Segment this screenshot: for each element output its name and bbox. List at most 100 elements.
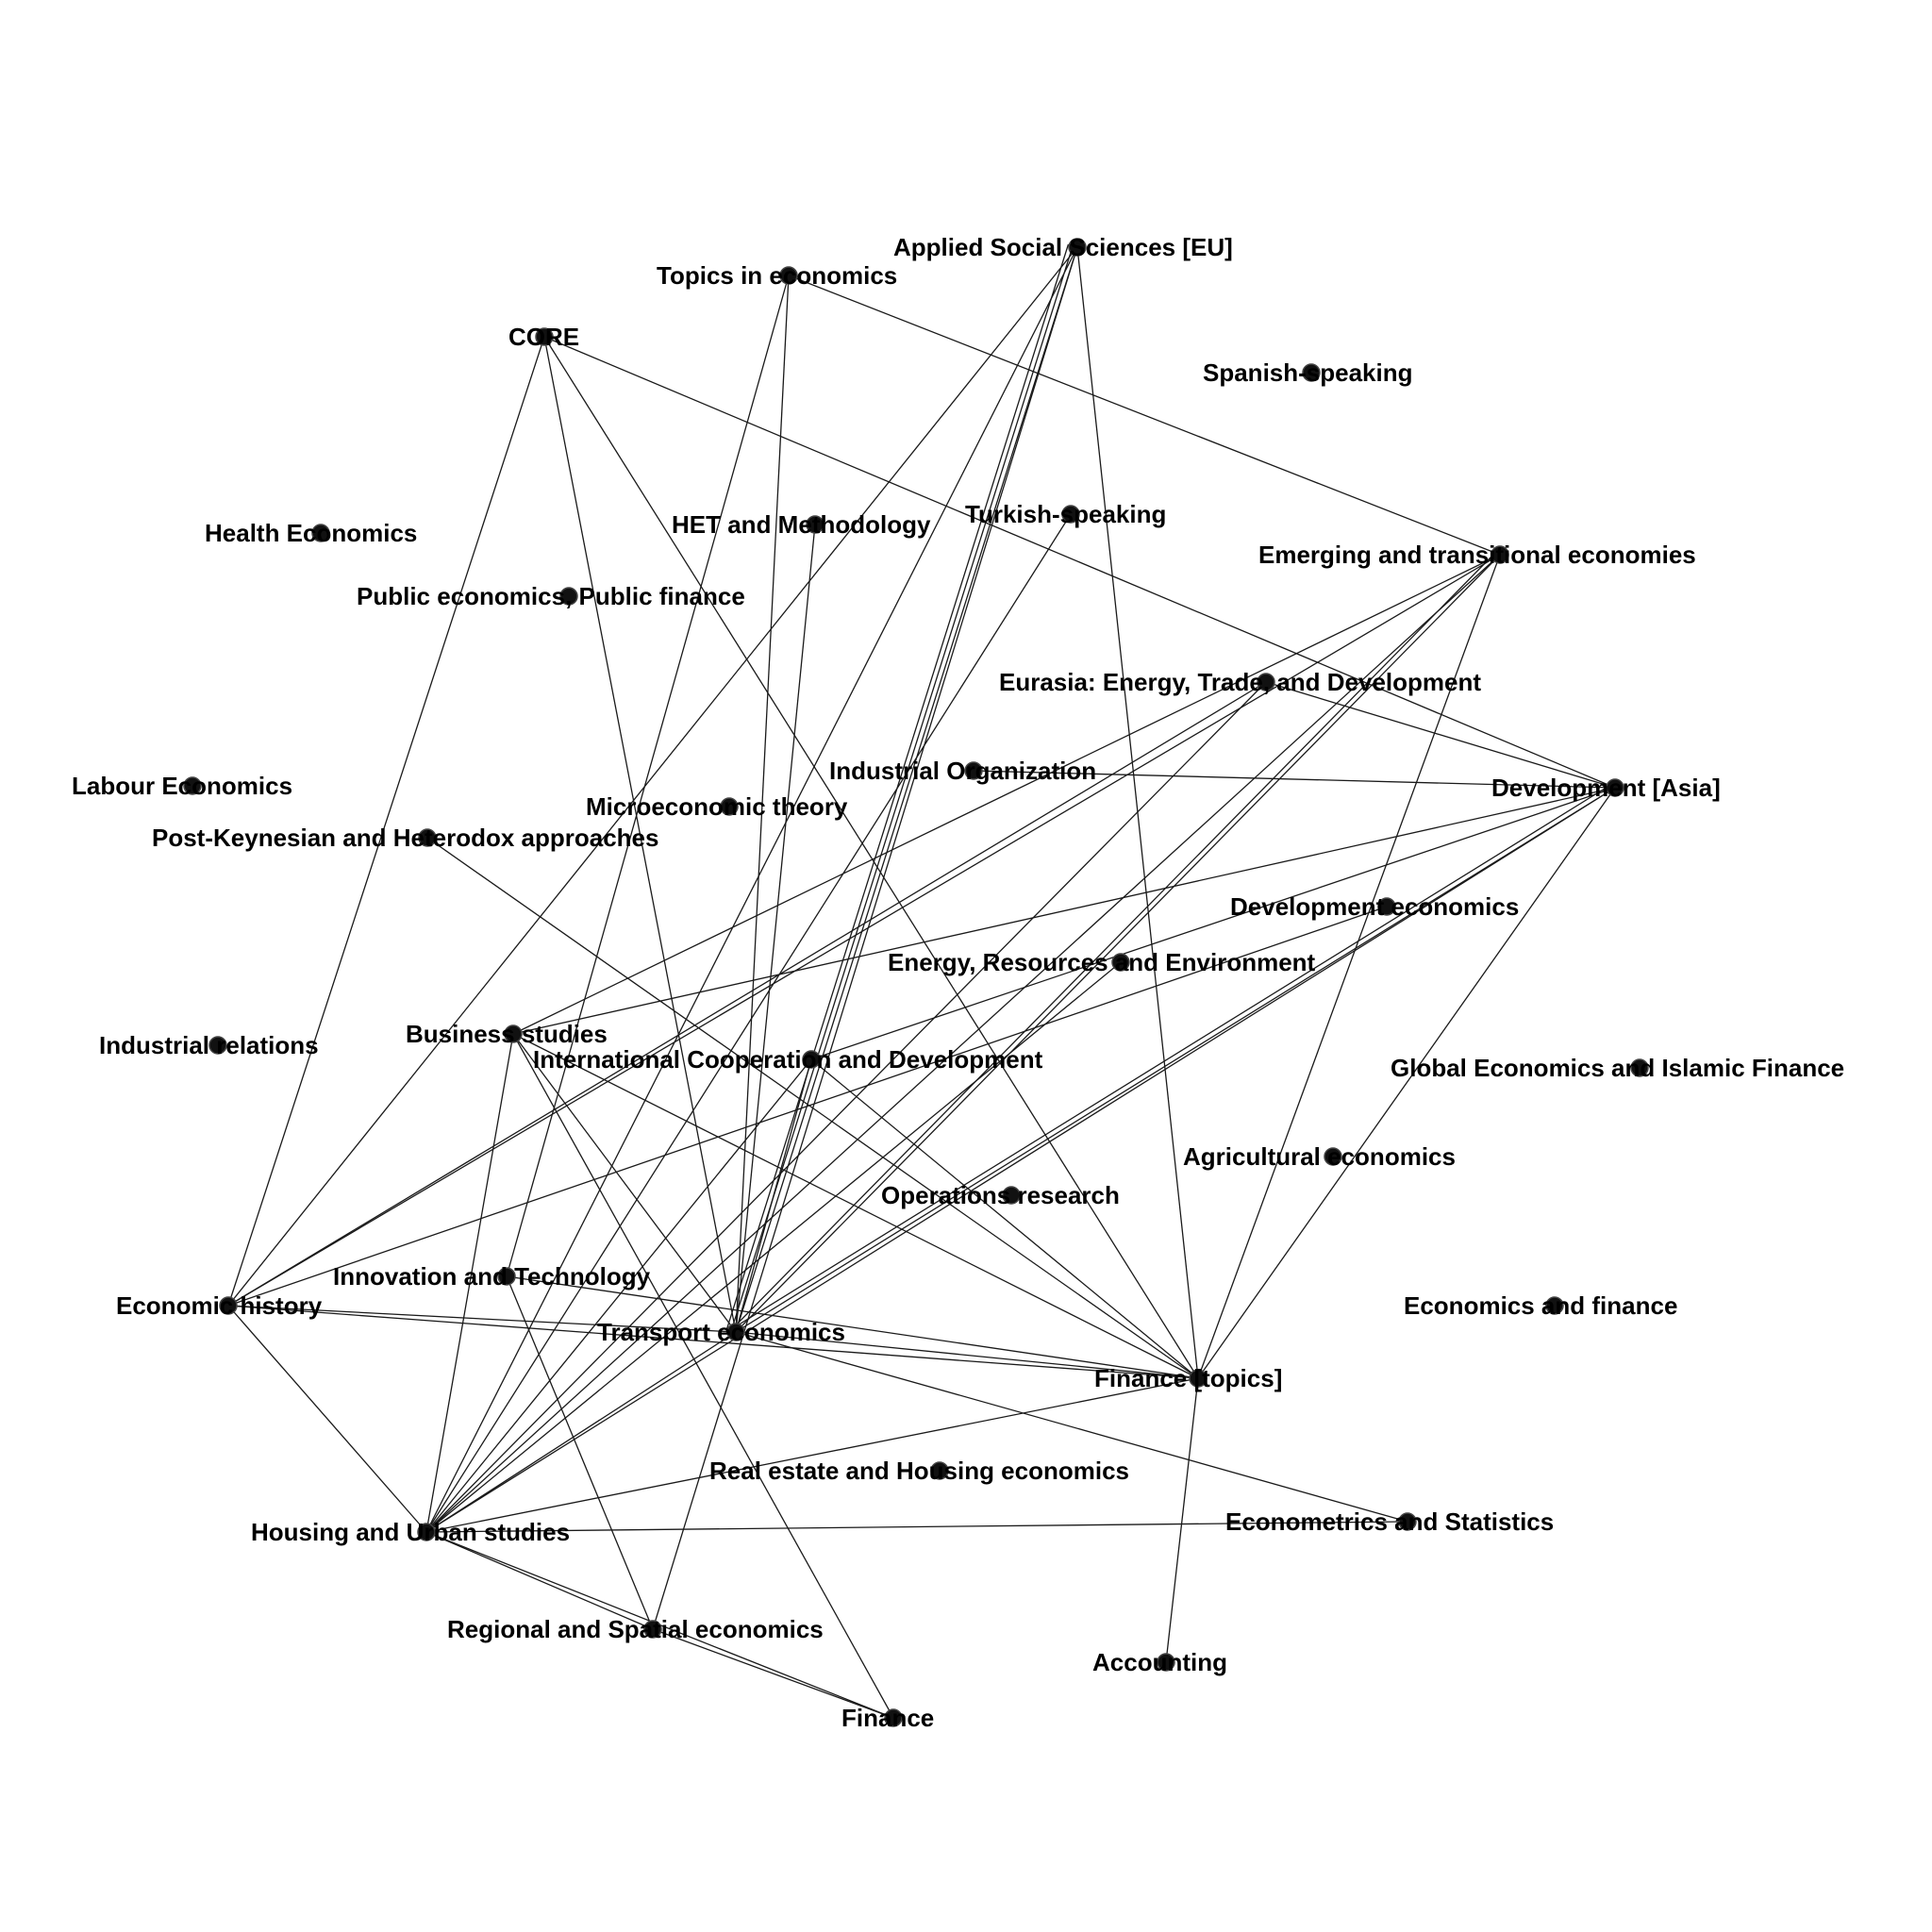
edge-regional-spatial-economics--finance [652, 1628, 894, 1719]
node-label-operations-research: Operations research [881, 1181, 1120, 1209]
node-dot-international-cooperation[interactable] [802, 1050, 821, 1069]
node-label-spanish-speaking: Spanish-speaking [1203, 358, 1413, 387]
node-dot-development-asia[interactable] [1606, 778, 1624, 797]
node-dot-economic-history[interactable] [219, 1296, 238, 1315]
node-label-core: CORE [508, 323, 579, 351]
node-dot-public-economics[interactable] [559, 587, 578, 606]
node-topics-in-economics[interactable]: Topics in economics [657, 261, 897, 290]
node-dot-topics-in-economics[interactable] [779, 266, 798, 285]
node-dot-real-estate-housing[interactable] [930, 1461, 949, 1480]
node-housing-urban-studies[interactable]: Housing and Urban studies [251, 1518, 570, 1546]
node-dot-accounting[interactable] [1157, 1653, 1175, 1672]
node-economic-history[interactable]: Economic history [116, 1291, 323, 1320]
node-core[interactable]: CORE [508, 323, 579, 351]
node-health-economics[interactable]: Health Economics [205, 519, 417, 547]
node-finance-topics[interactable]: Finance [topics] [1094, 1364, 1282, 1392]
node-transport-economics[interactable]: Transport economics [597, 1318, 845, 1346]
edge-emerging-and-transitional-economies--finance-topics [1197, 554, 1501, 1379]
node-dot-health-economics[interactable] [311, 524, 330, 542]
node-energy-resources-environment[interactable]: Energy, Resources and Environment [888, 948, 1316, 976]
node-dot-labour-economics[interactable] [183, 776, 202, 795]
edge-international-cooperation--finance-topics [810, 1058, 1199, 1379]
node-label-health-economics: Health Economics [205, 519, 417, 547]
node-microeconomic-theory[interactable]: Microeconomic theory [586, 792, 848, 821]
node-regional-spatial-economics[interactable]: Regional and Spatial economics [447, 1615, 824, 1643]
node-dot-finance[interactable] [884, 1708, 903, 1727]
node-label-applied-social-sciences-eu: Applied Social Sciences [EU] [893, 233, 1233, 261]
node-dot-housing-urban-studies[interactable] [417, 1523, 436, 1541]
node-eurasia[interactable]: Eurasia: Energy, Trade, and Development [999, 668, 1481, 696]
node-global-economics-islamic-finance[interactable]: Global Economics and Islamic Finance [1391, 1054, 1844, 1082]
node-label-econometrics-statistics: Econometrics and Statistics [1225, 1507, 1554, 1536]
node-spanish-speaking[interactable]: Spanish-speaking [1203, 358, 1413, 387]
node-dot-emerging-and-transitional-economies[interactable] [1491, 545, 1509, 564]
node-label-innovation-and-technology: Innovation and Technology [333, 1262, 651, 1291]
node-dot-operations-research[interactable] [1002, 1186, 1021, 1205]
node-real-estate-housing[interactable]: Real estate and Housing economics [709, 1457, 1129, 1485]
node-dot-het-and-methodology[interactable] [806, 515, 824, 534]
edge-economic-history--transport-economics [227, 1305, 737, 1333]
node-industrial-organization[interactable]: Industrial Organization [829, 757, 1096, 785]
node-econometrics-statistics[interactable]: Econometrics and Statistics [1225, 1507, 1554, 1536]
node-dot-spanish-speaking[interactable] [1302, 363, 1321, 382]
node-het-and-methodology[interactable]: HET and Methodology [672, 510, 931, 539]
node-finance[interactable]: Finance [841, 1704, 934, 1732]
edge-core--transport-economics [543, 336, 737, 1333]
edge-economic-history--finance-topics [227, 1305, 1199, 1379]
edge-energy-resources-environment--housing-urban-studies [425, 961, 1122, 1533]
node-emerging-and-transitional-economies[interactable]: Emerging and transitional economies [1258, 541, 1696, 569]
node-innovation-and-technology[interactable]: Innovation and Technology [333, 1262, 651, 1291]
node-development-economics[interactable]: Development economics [1230, 892, 1519, 921]
node-accounting[interactable]: Accounting [1092, 1648, 1227, 1676]
edge-development-asia--transport-economics [735, 787, 1616, 1333]
node-post-keynesian[interactable]: Post-Keynesian and Heterodox approaches [152, 824, 658, 852]
node-dot-core[interactable] [535, 327, 554, 346]
node-applied-social-sciences-eu[interactable]: Applied Social Sciences [EU] [893, 233, 1233, 261]
node-dot-turkish-speaking[interactable] [1061, 505, 1080, 524]
node-economics-and-finance[interactable]: Economics and finance [1404, 1291, 1677, 1320]
node-label-energy-resources-environment: Energy, Resources and Environment [888, 948, 1316, 976]
node-dot-eurasia[interactable] [1257, 673, 1275, 691]
node-dot-applied-social-sciences-eu[interactable] [1068, 238, 1087, 257]
node-dot-development-economics[interactable] [1377, 897, 1396, 916]
node-label-turkish-speaking: Turkish-speaking [965, 500, 1166, 528]
edge-international-cooperation--housing-urban-studies [425, 1058, 812, 1533]
node-dot-econometrics-statistics[interactable] [1398, 1512, 1417, 1531]
edge-economic-history--housing-urban-studies [227, 1305, 427, 1533]
node-dot-global-economics-islamic-finance[interactable] [1630, 1058, 1649, 1077]
node-dot-innovation-and-technology[interactable] [497, 1267, 516, 1286]
node-dot-regional-spatial-economics[interactable] [643, 1620, 662, 1639]
node-labour-economics[interactable]: Labour Economics [72, 772, 292, 800]
node-agricultural-economics[interactable]: Agricultural economics [1183, 1142, 1456, 1171]
node-dot-finance-topics[interactable] [1189, 1369, 1208, 1388]
node-development-asia[interactable]: Development [Asia] [1491, 774, 1721, 802]
edge-transport-economics--housing-urban-studies [425, 1331, 737, 1533]
node-business-studies[interactable]: Business studies [406, 1020, 608, 1048]
edge-development-asia--international-cooperation [810, 787, 1616, 1060]
node-label-global-economics-islamic-finance: Global Economics and Islamic Finance [1391, 1054, 1844, 1082]
edge-development-asia--transport-economics [733, 783, 1613, 1329]
node-turkish-speaking[interactable]: Turkish-speaking [965, 500, 1166, 528]
edge-applied-social-sciences-eu--regional-spatial-economics [652, 246, 1078, 1630]
node-label-business-studies: Business studies [406, 1020, 608, 1048]
node-label-real-estate-housing: Real estate and Housing economics [709, 1457, 1129, 1485]
node-public-economics[interactable]: Public economics, Public finance [357, 582, 745, 610]
node-dot-energy-resources-environment[interactable] [1111, 953, 1130, 972]
edge-development-economics--economic-history [227, 906, 1388, 1307]
node-operations-research[interactable]: Operations research [881, 1181, 1120, 1209]
node-dot-industrial-organization[interactable] [964, 761, 983, 780]
edge-business-studies--transport-economics [512, 1033, 737, 1333]
node-dot-business-studies[interactable] [504, 1024, 523, 1043]
node-dot-agricultural-economics[interactable] [1324, 1147, 1342, 1166]
node-dot-post-keynesian[interactable] [418, 828, 437, 847]
node-dot-transport-economics[interactable] [726, 1323, 745, 1341]
edge-business-studies--finance [512, 1033, 894, 1719]
node-international-cooperation[interactable]: International Cooperation and Developmen… [533, 1045, 1043, 1074]
node-dot-economics-and-finance[interactable] [1545, 1296, 1564, 1315]
node-dot-microeconomic-theory[interactable] [720, 797, 739, 816]
edge-development-asia--housing-urban-studies [425, 787, 1616, 1533]
node-industrial-relations[interactable]: Industrial relations [99, 1031, 319, 1059]
edge-applied-social-sciences-eu--transport-economics [735, 246, 1078, 1333]
node-dot-industrial-relations[interactable] [208, 1036, 227, 1055]
edge-business-studies--housing-urban-studies [425, 1033, 514, 1533]
